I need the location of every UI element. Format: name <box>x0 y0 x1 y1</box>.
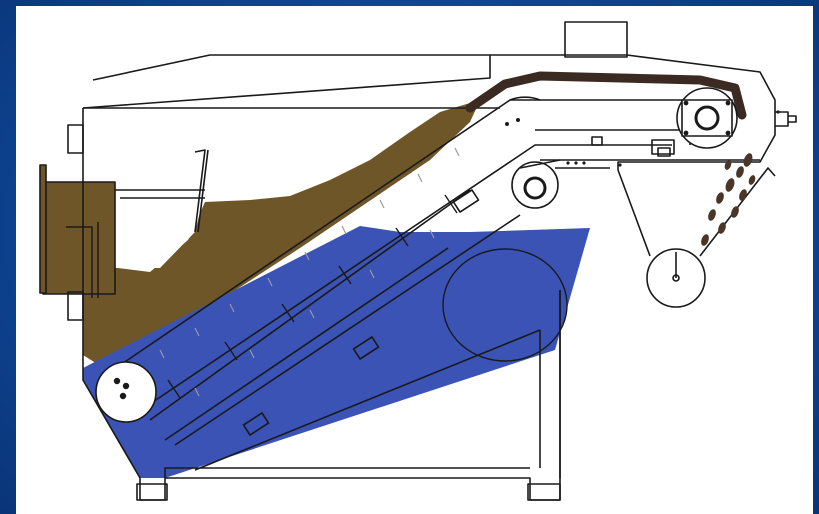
bracket-3 <box>452 189 480 213</box>
bracket-2 <box>352 336 380 360</box>
sludge-fill <box>83 100 480 372</box>
conveyor-ticks <box>159 147 460 397</box>
upper-housing <box>82 54 491 109</box>
conveyor-frame-bottom <box>137 144 672 413</box>
sump-bowl <box>442 248 568 362</box>
base-frame <box>164 290 561 478</box>
top-idler <box>509 96 541 101</box>
foot-right <box>527 483 561 501</box>
right-housing <box>490 54 776 170</box>
feed-pipe <box>66 222 99 298</box>
conveyor-inner-rail <box>149 189 521 446</box>
top-vent <box>564 21 628 58</box>
discharge-nozzle <box>775 111 797 127</box>
left-lug-1 <box>67 124 84 154</box>
fitting-2 <box>651 139 675 155</box>
hopper-clear-area <box>112 192 205 268</box>
foot-left <box>136 483 168 501</box>
gear-pulley-icon <box>676 87 738 149</box>
bracket-1 <box>242 412 270 436</box>
agitator-arm <box>115 149 209 233</box>
flap-edge <box>519 159 561 169</box>
feed-flange <box>39 164 47 294</box>
sludge-chunk-icon <box>701 153 756 246</box>
left-lug-2 <box>67 291 84 321</box>
fitting-3 <box>657 147 671 157</box>
pulley-icon <box>95 361 157 423</box>
fitting-1 <box>591 136 603 146</box>
rivets <box>505 110 780 167</box>
roller-icon <box>511 161 559 209</box>
sludge-belt <box>465 71 747 120</box>
feed-chute <box>42 181 116 295</box>
scraper-flights <box>167 194 458 399</box>
lower-roller <box>617 167 776 308</box>
